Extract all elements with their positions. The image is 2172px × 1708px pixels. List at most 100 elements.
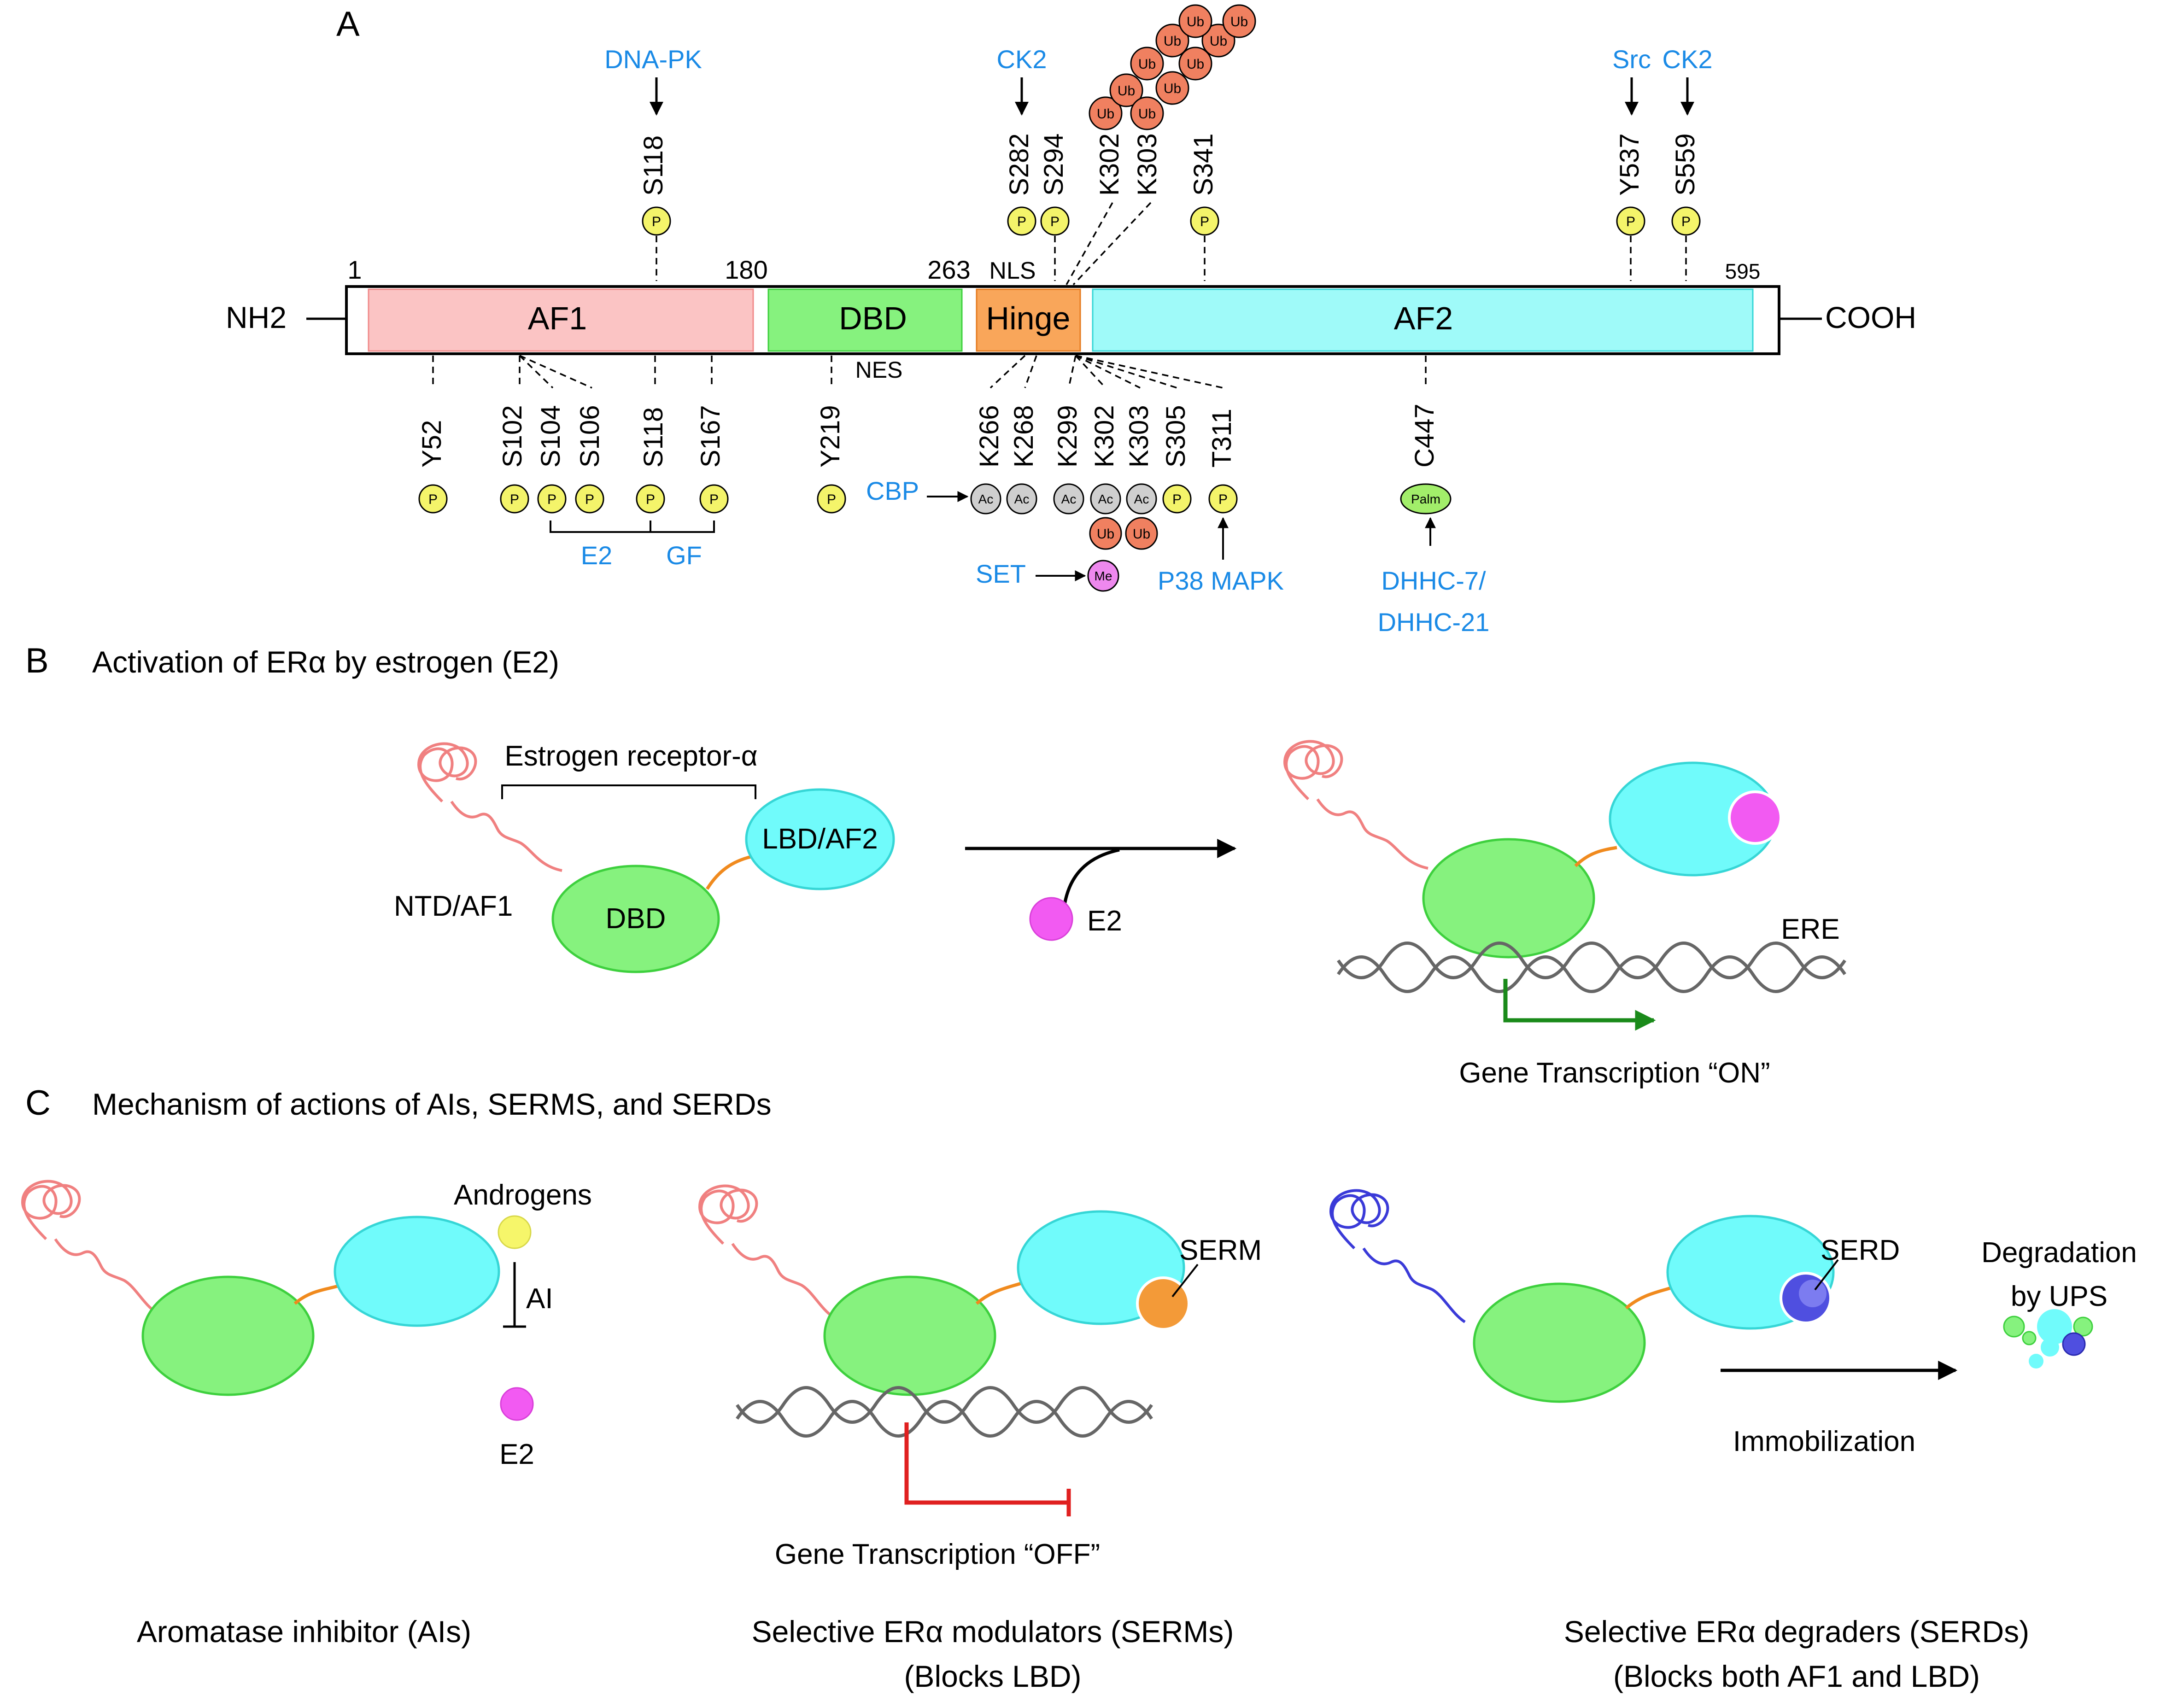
af2-domain [1092,288,1754,352]
transcription-off-label: Gene Transcription “OFF” [775,1538,1100,1570]
serd-scenario: SERD Immobilization Degradation by UPS S… [1329,1189,2137,1693]
nes-label: NES [855,357,903,383]
svg-text:Ac: Ac [1014,492,1030,506]
svg-text:Me: Me [1095,569,1112,583]
bottom-site-k299: K299 [1053,405,1083,468]
svg-text:P: P [1172,492,1182,507]
p-marker: P [1040,206,1070,236]
caption-serm-2: (Blocks LBD) [904,1659,1081,1693]
bottom-phospho-sites: P P P P P P P P P [418,484,1238,514]
svg-text:Ub: Ub [1164,81,1181,96]
dbd-blob [551,865,720,973]
caption-serm-1: Selective ERα modulators (SERMs) [752,1614,1234,1649]
top-site-s559: S559 [1670,134,1700,196]
p-marker: P [1671,206,1701,236]
p-marker: P [500,484,529,514]
ub-marker: Ub [1201,23,1235,58]
degradation-label-1: Degradation [1981,1237,2137,1269]
bottom-site-s106: S106 [575,405,605,468]
svg-text:Ub: Ub [1118,83,1135,99]
svg-text:Ub: Ub [1210,34,1227,49]
ub-marker: Ub [1178,4,1212,38]
svg-text:P: P [1626,214,1635,229]
svg-text:Ub: Ub [1133,526,1150,542]
ub-marker: Ub [1155,23,1189,58]
ub-marker: Ub [1130,96,1164,130]
svg-text:Ub: Ub [1138,57,1156,72]
receptor-active: ERE Gene Transcription “ON” [1283,740,1846,1089]
svg-text:P: P [646,492,655,507]
bottom-site-y52: Y52 [417,420,447,468]
top-site-s282: S282 [1004,134,1034,196]
lbd-blob-ai [334,1216,500,1327]
dna-helix-serm [736,1386,1153,1438]
svg-text:P: P [547,492,556,507]
panel-b-letter: B [25,641,49,680]
panel-b-title: Activation of ERα by estrogen (E2) [92,645,559,679]
position-1: 1 [347,255,362,284]
p-marker: P [1208,484,1238,514]
bottom-site-y219: Y219 [815,405,845,468]
serd-label: SERD [1821,1234,1900,1266]
svg-text:P: P [585,492,594,507]
serm-label: SERM [1179,1234,1262,1266]
dbd-blob-serd [1473,1282,1646,1403]
p-marker: P [575,484,604,514]
dna-helix [1337,942,1846,993]
androgens-label: Androgens [454,1179,592,1211]
bracket-e2-label: E2 [581,541,613,570]
bottom-site-k303: K303 [1124,405,1154,468]
af1-domain [368,288,754,352]
ai-label: AI [526,1283,553,1315]
enzyme-ck2-af2: CK2 [1663,45,1713,74]
bottom-site-k268: K268 [1009,405,1039,468]
dbd-label: DBD [839,300,907,336]
ac-marker: Ac [1126,483,1157,515]
immobilization-label: Immobilization [1733,1426,1915,1457]
ubiquitin-bottom: Ub Ub [1089,517,1158,550]
ac-marker: Ac [970,483,1001,515]
bottom-site-s102: S102 [498,405,527,468]
bottom-site-c447: C447 [1410,404,1440,468]
ere-label: ERE [1781,913,1839,945]
top-site-connectors [656,202,1687,286]
bottom-site-connectors [432,355,1427,389]
dbd-blob-serm [823,1275,996,1396]
svg-text:Ub: Ub [1097,106,1114,122]
svg-text:Ac: Ac [1098,492,1113,506]
ub-marker: Ub [1155,71,1189,105]
top-enzyme-arrows [650,77,1694,116]
bottom-site-k266: K266 [974,405,1004,468]
degraded-fragments [2003,1309,2093,1369]
receptor-label: Estrogen receptor-α [504,740,757,772]
svg-text:P: P [827,492,836,507]
enzyme-dhhc21: DHHC-21 [1378,608,1490,637]
hinge-domain [976,288,1081,352]
caption-serd-2: (Blocks both AF1 and LBD) [1613,1659,1980,1693]
ub-marker: Ub [1109,73,1143,107]
degradation-label-2: by UPS [2011,1281,2108,1312]
p-marker: P [642,206,671,236]
nh2-label: NH2 [226,300,287,334]
svg-text:P: P [1050,214,1060,229]
svg-text:P: P [1218,492,1228,507]
p-marker: P [1190,206,1219,236]
top-site-s294: S294 [1039,134,1069,196]
p-marker: P [1007,206,1036,236]
p-marker: P [537,484,567,514]
methyl-site: Me [1087,560,1119,592]
position-180: 180 [725,255,767,284]
off-bar [904,1422,1069,1505]
p-marker: P [817,484,846,514]
svg-text:Ub: Ub [1097,526,1114,542]
ai-scenario: Androgens AI E2 Aromatase inhibitor (AIs… [21,1179,592,1649]
svg-text:Ub: Ub [1230,14,1248,29]
activation-arrow: E2 [965,839,1237,941]
e2-molecule [500,1387,534,1421]
svg-text:Ac: Ac [1134,492,1149,506]
enzyme-p38: P38 MAPK [1158,566,1284,595]
hinge-label: Hinge [986,300,1071,336]
dbd-blob-ai [141,1275,315,1396]
bottom-site-s167: S167 [696,405,726,468]
